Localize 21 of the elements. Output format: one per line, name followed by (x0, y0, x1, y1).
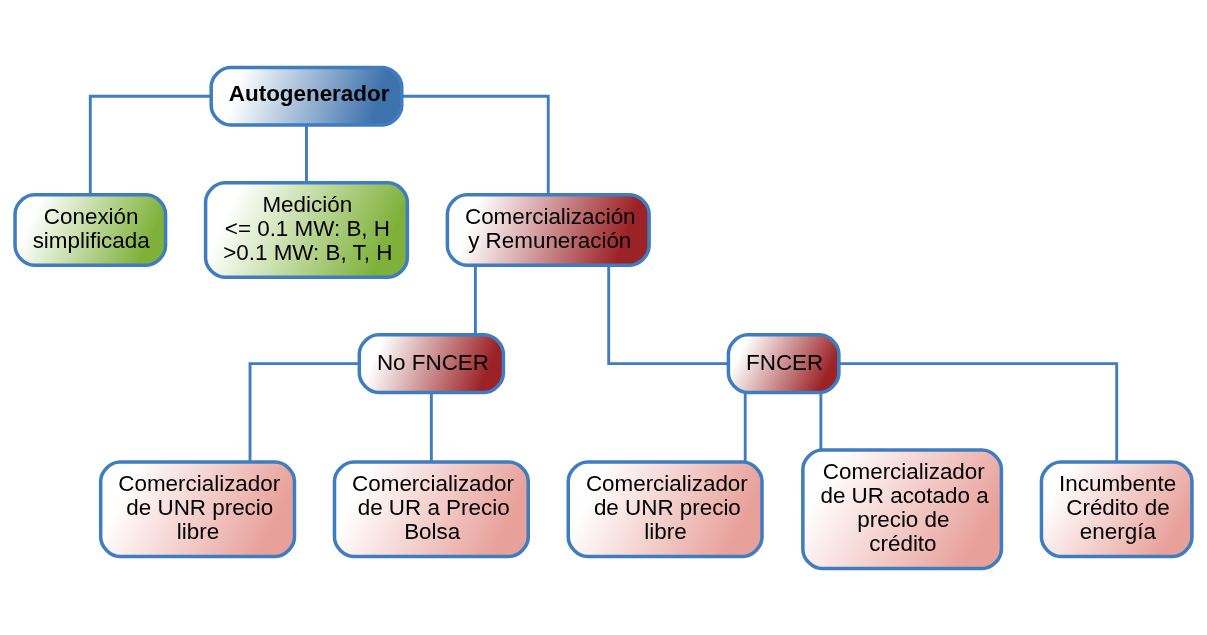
connector (402, 94, 550, 194)
node-box: Comercialización y Remuneración (445, 192, 651, 267)
connector (473, 265, 477, 334)
connector (743, 392, 747, 462)
connector (88, 94, 211, 194)
connector (429, 392, 433, 462)
node-box: FNCER (726, 332, 841, 394)
connector (248, 361, 360, 462)
node-box: Medición <= 0.1 MW: B, H >0.1 MW: B, T, H (203, 180, 410, 279)
node-box: Comercializador de UNR precio libre (566, 459, 764, 558)
node-box: Comercializador de UR acotado a precio de crédito (801, 447, 1004, 570)
connector (819, 392, 823, 450)
node-box: Comercializador de UNR precio libre (98, 459, 297, 558)
connector (305, 124, 308, 183)
connector (839, 361, 1119, 462)
node-box: Comercializador de UR a Precio Bolsa (332, 459, 530, 558)
node-box: Incumbente Crédito de energía (1039, 459, 1194, 558)
node-box: Autogenerador (209, 65, 404, 127)
connector (607, 265, 729, 365)
node-box: Conexión simplificada (13, 192, 168, 267)
node-box: No FNCER (357, 332, 506, 394)
